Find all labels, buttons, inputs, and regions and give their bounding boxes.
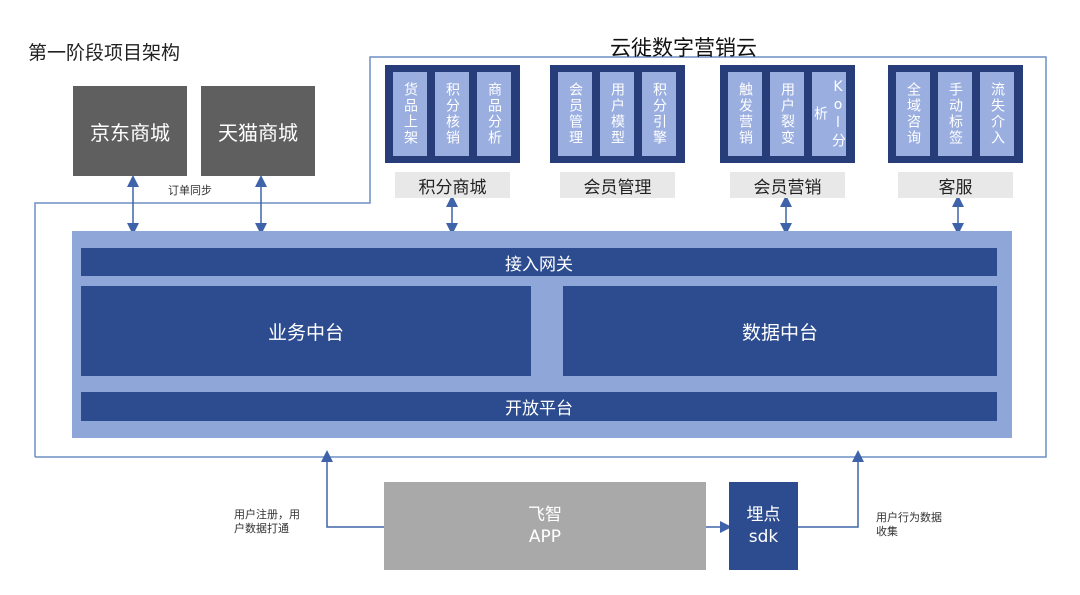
data-middle-platform: 数据中台 — [563, 286, 997, 376]
cloud-title: 云徙数字营销云 — [610, 36, 757, 60]
arrow-sdk-to-platform — [798, 450, 864, 528]
arrow-app-to-platform — [321, 450, 384, 528]
cloud-border — [34, 56, 1047, 458]
feizhi-app: 飞智 APP — [384, 482, 706, 570]
module-churn-intervention: 流失介入 — [980, 72, 1014, 156]
business-middle-platform: 业务中台 — [81, 286, 531, 376]
module-member-management: 会员管理 — [558, 72, 592, 156]
group-label-member-marketing: 会员营销 — [730, 172, 845, 198]
module-user-model: 用户模型 — [600, 72, 634, 156]
tracking-sdk: 埋点 sdk — [729, 482, 798, 570]
group-label-member-management: 会员管理 — [560, 172, 675, 198]
module-user-fission: 用户裂变 — [770, 72, 804, 156]
group-label-points-mall: 积分商城 — [395, 172, 510, 198]
sdk-name-cn: 埋点 — [746, 505, 781, 525]
app-name-en: APP — [528, 527, 562, 547]
store-tmall: 天猫商城 — [201, 86, 315, 176]
module-trigger-marketing: 触发营销 — [728, 72, 762, 156]
note-behavior-collection: 用户行为数据收集 — [876, 511, 942, 538]
module-goods-listing: 货品上架 — [393, 72, 427, 156]
module-goods-analysis: 商品分析 — [477, 72, 511, 156]
group-label-customer-service: 客服 — [898, 172, 1013, 198]
access-gateway: 接入网关 — [81, 248, 997, 276]
sdk-name-en: sdk — [748, 527, 779, 547]
store-jd: 京东商城 — [73, 86, 187, 176]
app-name-cn: 飞智 — [528, 505, 562, 525]
note-user-registration: 用户注册，用户数据打通 — [234, 508, 300, 535]
order-sync-label: 订单同步 — [168, 184, 212, 197]
module-points-redeem: 积分核销 — [435, 72, 469, 156]
module-omni-consult: 全域咨询 — [896, 72, 930, 156]
module-manual-tag: 手动标签 — [938, 72, 972, 156]
phase-title: 第一阶段项目架构 — [28, 42, 181, 64]
module-points-engine: 积分引擎 — [642, 72, 676, 156]
module-kol-analysis: Kol分析 — [812, 72, 846, 156]
open-platform: 开放平台 — [81, 392, 997, 421]
